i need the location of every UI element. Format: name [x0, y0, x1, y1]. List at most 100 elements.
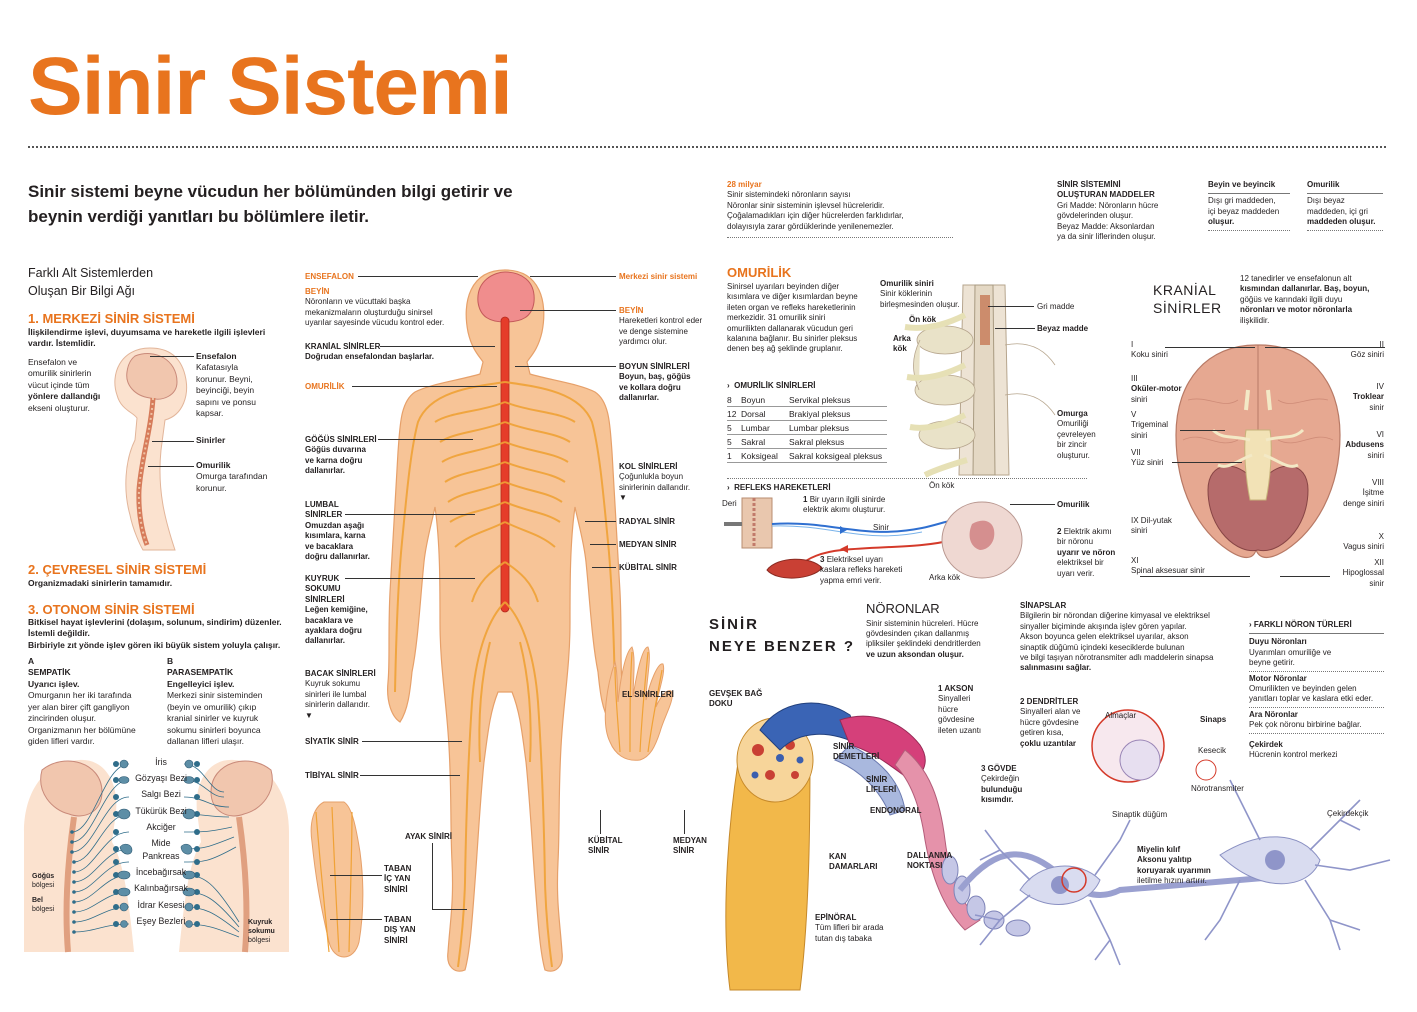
kesecik-label: Kesecik: [1198, 746, 1227, 755]
radyal-label: RADYAL SİNİR: [619, 517, 676, 526]
on-kok-label: Ön kök: [909, 315, 937, 324]
neuron-count-block: 28 milyar Sinir sistemindeki nöronların …: [727, 180, 904, 231]
ans-title: 3. OTONOM SİNİR SİSTEMİ: [28, 602, 195, 617]
cns-desc: İlişkilendirme işlevi, duyumsama ve hare…: [28, 327, 266, 349]
almaclar-label: Almaçlar: [1105, 711, 1137, 720]
sinaptik-label: Sinaptik düğüm: [1112, 810, 1168, 819]
siyatik-label: SİYATİK SİNİR: [305, 737, 359, 746]
reflex-diagram: [724, 497, 1023, 579]
omurilik-body-label: OMURİLİK: [305, 382, 345, 391]
title-divider: [28, 146, 1386, 148]
organ-labels: İris Gözyaşı Bezi Salgı Bezi Tükürük Bez…: [134, 757, 188, 926]
cns-figure: [114, 347, 188, 551]
refleks-title: › REFLEKS HAREKETLERİ: [727, 483, 831, 492]
tibial-label: TİBİYAL SİNİR: [305, 771, 359, 780]
el-label: EL SİNİRLERİ: [622, 690, 674, 699]
sympathetic-block: A SEMPATİK Uyarıcı işlev. Omurganın her …: [28, 656, 136, 747]
kas-label: KAS: [750, 567, 767, 576]
intro-text: Sinir sistemi beyne vücudun her bölümünd…: [28, 182, 513, 226]
reflex-omurilik-label: Omurilik: [1057, 500, 1090, 509]
nerve-and-neuron-figure: [725, 702, 1391, 991]
medyan-label: MEDYAN SİNİR: [619, 540, 677, 549]
pleksus-title: › OMURİLİK SİNİRLERİ: [727, 381, 816, 390]
reflex-onkok-label: Ön kök: [929, 481, 955, 490]
body-figure: [310, 269, 673, 972]
gri-madde-label: Gri madde: [1037, 302, 1075, 311]
page-title: Sinir Sistemi: [28, 41, 513, 132]
omurilik-title: OMURİLİK: [727, 265, 792, 280]
cekirdekcik-label: Çekirdekçik: [1327, 809, 1369, 818]
sinaps-label: Sinaps: [1200, 715, 1227, 724]
reflex-step1: 1 Bir uyarın ilgili sinirde elektrik akı…: [803, 495, 886, 515]
ayak-label: AYAK SİNİRİ: [405, 832, 452, 841]
endonoral-label: ENDONÖRAL: [870, 806, 922, 815]
pns-title: 2. ÇEVRESEL SİNİR SİSTEMİ: [28, 562, 207, 577]
deri-label: Deri: [722, 499, 737, 508]
beyaz-madde-label: Beyaz madde: [1037, 324, 1089, 333]
reflex-sinir-label: Sinir: [873, 523, 890, 532]
cns-sinirler-label: Sinirler: [196, 435, 226, 445]
reflex-step3: 3 Elektriksel uyarı kaslara refleks hare…: [820, 555, 903, 585]
ensefalon-label: ENSEFALON: [305, 272, 354, 281]
pns-desc: Organizmadaki sinirlerin tamamıdır.: [28, 578, 173, 588]
sinapslar-block: SİNAPSLAR Bilgilerin bir nörondan diğeri…: [1020, 601, 1214, 673]
norotransmiter-label: Nörotransmiter: [1191, 784, 1244, 793]
reflex-arkakok-label: Arka kök: [929, 573, 961, 582]
parasympathetic-block: B PARASEMPATİK Engelleyici işlev. Merkez…: [167, 656, 263, 747]
merkezi-label: Merkezi sinir sistemi: [619, 272, 698, 281]
brain-bottom-figure: [1175, 344, 1341, 559]
ans-desc: Bitkisel hayat işlevlerini (dolaşım, sol…: [28, 617, 282, 650]
spine-figure: [904, 284, 1056, 478]
cns-title: 1. MERKEZİ SİNİR SİSTEMİ: [28, 311, 195, 326]
autonomic-diagram: [24, 759, 289, 953]
